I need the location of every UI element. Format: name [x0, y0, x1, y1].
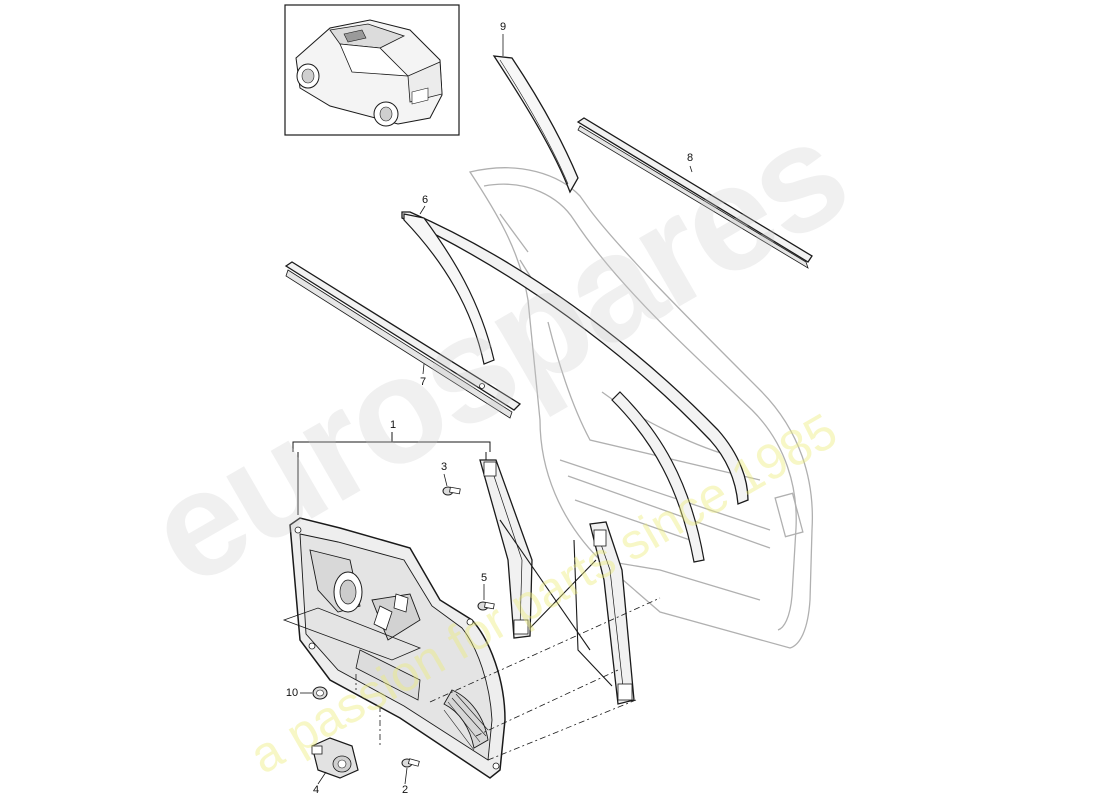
callout-7: 7	[419, 376, 427, 388]
part-1-regulator-rail-rear	[589, 521, 635, 705]
callout-8: 8	[686, 152, 694, 164]
part-4-window-motor	[311, 737, 359, 779]
callout-leaders	[300, 34, 693, 785]
regulator-cables	[499, 519, 613, 687]
part-1-regulator-rail-front	[479, 459, 533, 639]
vehicle-thumbnail	[284, 4, 460, 136]
callout-3: 3	[440, 461, 448, 473]
callout-10: 10	[285, 687, 299, 699]
assembly-guide-lines	[355, 597, 661, 761]
part-7-inner-seal	[284, 261, 522, 419]
part-10-grommet	[312, 686, 328, 700]
callout-5: 5	[480, 572, 488, 584]
callout-6: 6	[421, 194, 429, 206]
callout-4: 4	[312, 784, 320, 796]
callout-9: 9	[499, 21, 507, 33]
part-9-pillar-trim	[492, 55, 579, 194]
motor-leader-frame	[282, 607, 422, 661]
callout-2: 2	[401, 784, 409, 796]
part-1-door-carrier-panel	[289, 517, 506, 779]
part-6-window-channel	[401, 211, 749, 563]
part-5-screw	[477, 601, 495, 611]
callout-1: 1	[389, 419, 397, 431]
part-8-outer-seal	[576, 117, 813, 269]
part-1-bracket	[292, 432, 491, 515]
part-3-bolt	[442, 486, 461, 496]
part-2-screw	[401, 758, 420, 768]
